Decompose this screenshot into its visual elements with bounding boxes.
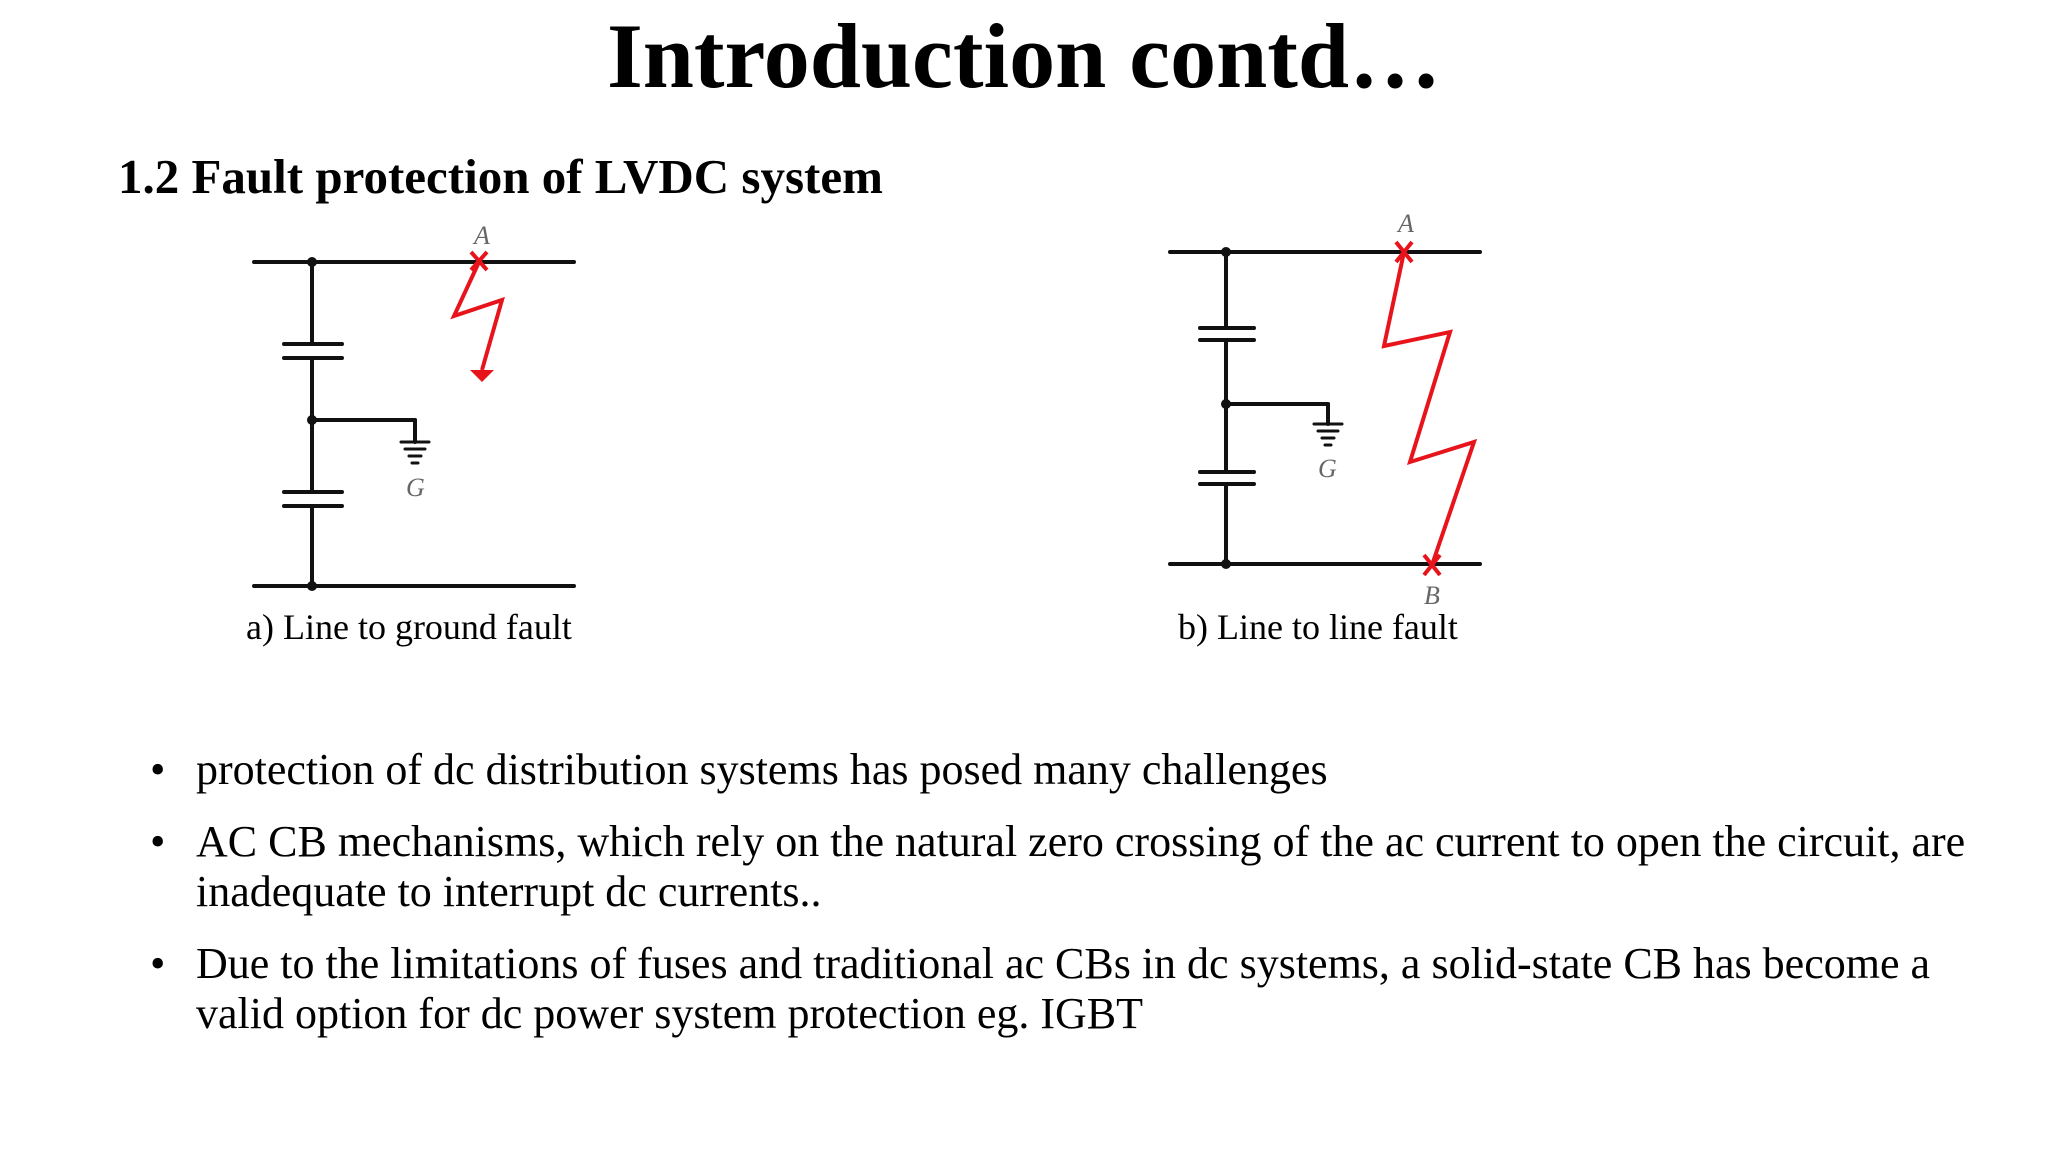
ground-fault-arrowhead [470, 370, 494, 382]
figure-a-caption: a) Line to ground fault [246, 607, 572, 647]
line-to-line-fault-bolt [1381, 240, 1478, 577]
bullet-text: protection of dc distribution systems ha… [196, 745, 1328, 794]
line-to-line-fault-diagram: A B G [1168, 209, 1482, 610]
bullet-dot: • [150, 745, 166, 794]
ground-g-label: G [1318, 454, 1337, 483]
line-to-ground-fault-diagram: A G [252, 221, 576, 591]
bullet-item: • Due to the limitations of fuses and tr… [150, 939, 1970, 1039]
fault-point-a-label: A [1396, 209, 1414, 238]
section-heading: 1.2 Fault protection of LVDC system [118, 149, 883, 204]
bullet-text: AC CB mechanisms, which rely on the natu… [196, 817, 1966, 916]
bullet-list: • protection of dc distribution systems … [150, 745, 1970, 1061]
slide-title: Introduction contd… [606, 5, 1442, 107]
bullet-dot: • [150, 817, 166, 866]
fault-point-a-label: A [472, 221, 490, 250]
ground-g-label: G [406, 473, 425, 502]
bullet-text: Due to the limitations of fuses and trad… [196, 939, 1931, 1038]
figure-b-caption: b) Line to line fault [1178, 607, 1458, 647]
fault-point-b-label: B [1424, 581, 1440, 610]
bullet-dot: • [150, 939, 166, 988]
bullet-item: • AC CB mechanisms, which rely on the na… [150, 817, 1970, 917]
ground-fault-bolt [450, 250, 505, 371]
bullet-item: • protection of dc distribution systems … [150, 745, 1970, 795]
